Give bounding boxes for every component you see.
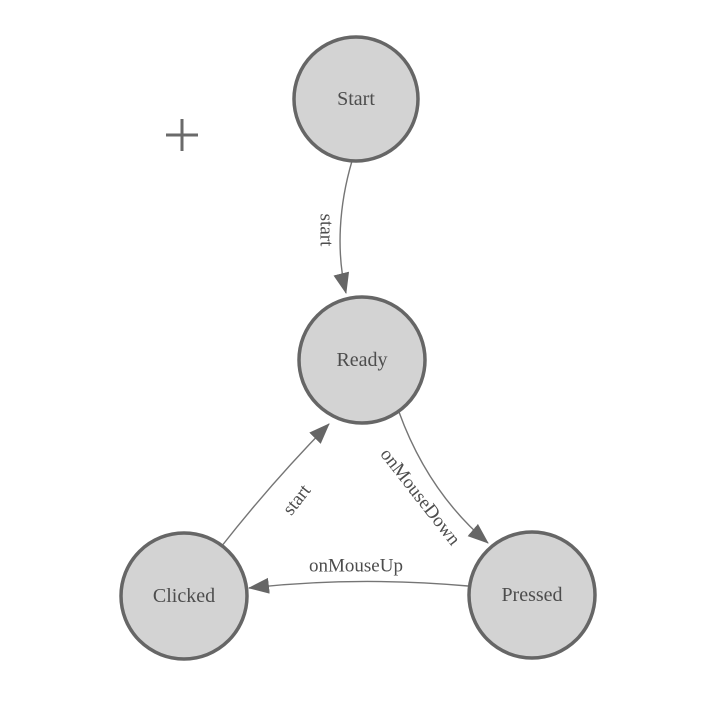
node-clicked[interactable]: Clicked [119,531,249,661]
edge-line[interactable] [398,411,489,544]
edge-pressed-to-clicked[interactable]: onMouseUp [248,556,469,594]
node-start[interactable]: Start [292,35,420,163]
crosshair-cursor-icon [166,119,198,151]
node-circle[interactable] [292,35,420,163]
edge-line[interactable] [220,423,330,548]
node-circle[interactable] [297,295,427,425]
node-circle[interactable] [467,530,597,660]
node-pressed[interactable]: Pressed [467,530,597,660]
edge-line[interactable] [248,577,469,594]
edge-label: onMouseUp [309,556,403,577]
edge-clicked-to-ready[interactable]: start [220,423,330,548]
edge-ready-to-pressed[interactable]: onMouseDown [376,411,489,550]
edge-label: start [279,480,316,519]
node-circle[interactable] [119,531,249,661]
node-ready[interactable]: Ready [297,295,427,425]
edge-label: start [316,214,337,247]
edge-start-to-ready[interactable]: start [316,160,353,294]
edge-line[interactable] [333,160,353,294]
